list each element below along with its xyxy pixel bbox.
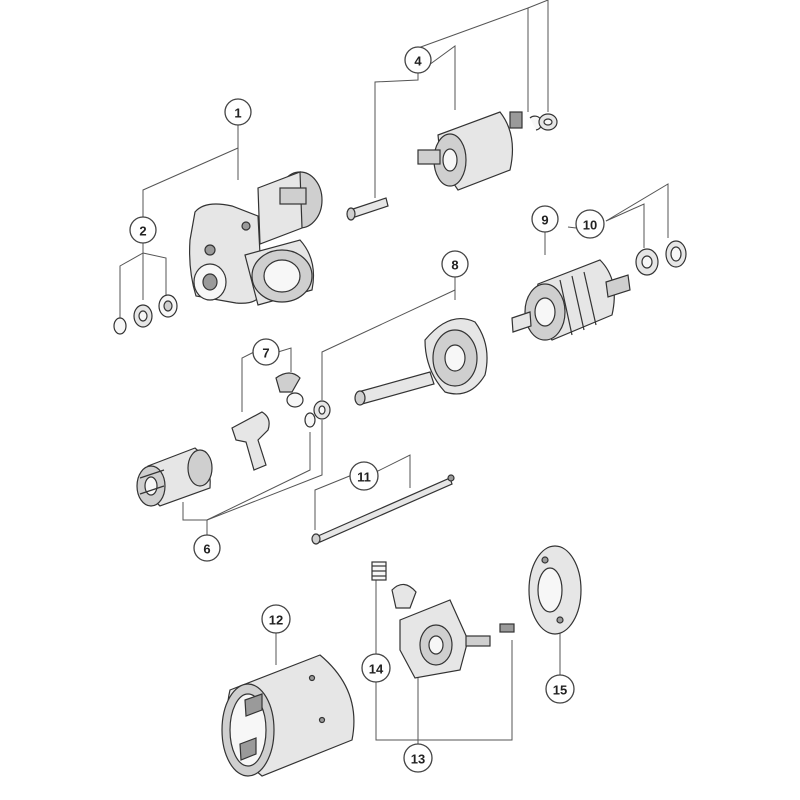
fork-lever-part-7 bbox=[231, 372, 304, 471]
brush-holder-part-13 bbox=[399, 599, 515, 679]
intermediate-bearing-shaft-part-8 bbox=[304, 318, 488, 428]
callout-label-7: 7 bbox=[262, 346, 269, 361]
callout-6: 6 bbox=[193, 534, 221, 562]
starter-housing-part-1 bbox=[189, 171, 323, 306]
callout-label-1: 1 bbox=[234, 106, 241, 121]
callout-label-14: 14 bbox=[369, 662, 384, 677]
callout-10: 10 bbox=[575, 209, 605, 239]
callout-7: 7 bbox=[252, 338, 280, 366]
callout-label-12: 12 bbox=[269, 613, 283, 628]
callout-9: 9 bbox=[531, 205, 559, 233]
ring-set-part-2 bbox=[113, 294, 178, 335]
callout-label-11: 11 bbox=[357, 470, 371, 485]
callout-2: 2 bbox=[129, 216, 157, 244]
callout-8: 8 bbox=[441, 250, 469, 278]
yoke-housing-part-12 bbox=[221, 654, 355, 777]
brush-spring-part-14 bbox=[371, 561, 417, 609]
callout-4: 4 bbox=[404, 46, 432, 74]
callout-13: 13 bbox=[403, 743, 433, 773]
pinion-drive-part-6 bbox=[136, 447, 213, 507]
callout-1: 1 bbox=[224, 98, 252, 126]
end-cover-part-15 bbox=[528, 545, 582, 635]
callout-label-2: 2 bbox=[139, 224, 146, 239]
callout-label-6: 6 bbox=[203, 542, 210, 557]
callout-label-10: 10 bbox=[583, 218, 597, 233]
callout-label-13: 13 bbox=[411, 752, 425, 767]
callout-11: 11 bbox=[349, 461, 379, 491]
armature-part-9 bbox=[511, 259, 631, 341]
callout-label-4: 4 bbox=[414, 54, 422, 69]
solenoid-switch-part-4 bbox=[346, 111, 558, 221]
leader-lines bbox=[119, 0, 669, 745]
callout-label-15: 15 bbox=[553, 683, 567, 698]
callout-12: 12 bbox=[261, 604, 291, 634]
callout-15: 15 bbox=[545, 674, 575, 704]
through-bolts-part-11 bbox=[311, 474, 455, 545]
bearing-washer-part-10 bbox=[635, 240, 687, 276]
callout-label-8: 8 bbox=[451, 258, 458, 273]
callout-label-9: 9 bbox=[541, 213, 548, 228]
callout-14: 14 bbox=[361, 653, 391, 683]
